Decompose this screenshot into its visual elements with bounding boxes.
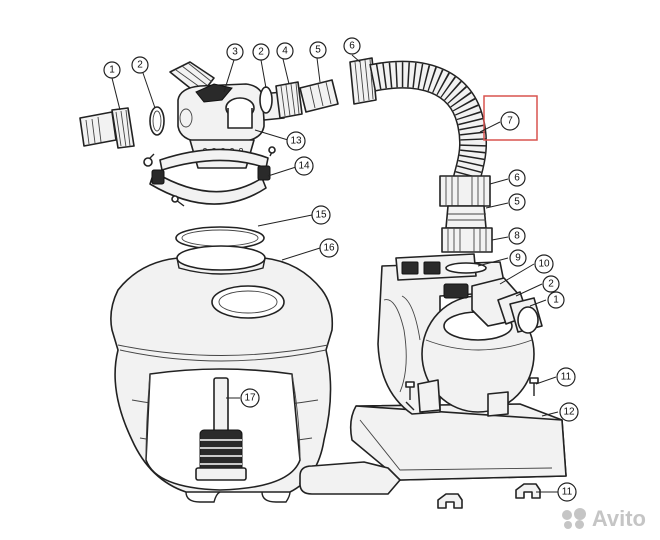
o-ring-right-valve: [259, 86, 273, 114]
callout-2a: 2: [131, 56, 149, 74]
pump-base: [299, 403, 567, 495]
svg-text:15: 15: [315, 210, 327, 221]
callout-16: 16: [319, 238, 339, 258]
svg-text:13: 13: [290, 136, 302, 147]
hose-adapter-pump-outlet: [509, 297, 543, 334]
tank-feet: [185, 491, 291, 503]
callout-8: 8: [508, 227, 526, 245]
callout-6a: 6: [343, 37, 361, 55]
svg-text:11: 11: [562, 487, 573, 498]
svg-text:11: 11: [561, 372, 572, 383]
pump-screws: [405, 377, 539, 411]
o-ring-left: [149, 106, 165, 136]
union-nut-valve: [275, 81, 303, 119]
flexible-hose: [349, 57, 487, 185]
svg-text:4: 4: [282, 46, 288, 57]
clamp-screw: [171, 195, 185, 207]
svg-text:3: 3: [232, 47, 238, 58]
callout-10: 10: [534, 254, 554, 274]
hose-adapter-left: [79, 107, 135, 149]
svg-text:16: 16: [323, 243, 335, 254]
svg-text:8: 8: [514, 231, 520, 242]
callout-14: 14: [294, 156, 314, 176]
svg-text:6: 6: [514, 173, 520, 184]
highlight-box: [483, 95, 538, 141]
svg-text:2: 2: [258, 47, 264, 58]
watermark: Avito: [561, 506, 646, 532]
svg-text:17: 17: [244, 393, 256, 404]
callout-7: 7: [500, 111, 520, 131]
svg-text:2: 2: [548, 279, 554, 290]
pump-motor: [377, 253, 507, 415]
svg-text:7: 7: [507, 116, 513, 127]
hose-adapter-pump: [445, 205, 487, 229]
callout-1a: 1: [103, 61, 121, 79]
callout-13: 13: [286, 131, 306, 151]
svg-text:1: 1: [109, 65, 115, 76]
callout-11b: 11: [557, 482, 577, 502]
svg-text:10: 10: [538, 259, 550, 270]
callout-17: 17: [240, 388, 260, 408]
base-brackets: [437, 483, 541, 509]
callout-6b: 6: [508, 169, 526, 187]
callout-11a: 11: [556, 367, 576, 387]
watermark-text: Avito: [591, 506, 646, 531]
filter-tank: [110, 245, 334, 493]
valve-clamp: [143, 146, 276, 205]
callout-5b: 5: [508, 193, 526, 211]
callout-2c: 2: [542, 275, 560, 293]
union-nut-pump-inlet: [441, 227, 493, 253]
svg-text:12: 12: [563, 407, 575, 418]
callout-2b: 2: [252, 43, 270, 61]
svg-text:9: 9: [515, 253, 521, 264]
avito-dots-icon: [561, 508, 588, 530]
callout-9: 9: [509, 249, 527, 267]
svg-text:14: 14: [298, 161, 310, 172]
callout-12: 12: [559, 402, 579, 422]
svg-text:6: 6: [349, 41, 355, 52]
callout-15: 15: [311, 205, 331, 225]
svg-text:5: 5: [514, 197, 520, 208]
svg-text:1: 1: [553, 295, 559, 306]
svg-text:2: 2: [137, 60, 143, 71]
callout-3: 3: [226, 43, 244, 61]
hose-adapter-valve: [299, 79, 339, 113]
leader-lines: [111, 54, 559, 493]
svg-text:5: 5: [315, 45, 321, 56]
callout-1b: 1: [547, 291, 565, 309]
callout-4: 4: [276, 42, 294, 60]
union-nut-hose-bottom: [439, 175, 491, 207]
lateral-standpipe: [195, 377, 247, 481]
callout-5a: 5: [309, 41, 327, 59]
